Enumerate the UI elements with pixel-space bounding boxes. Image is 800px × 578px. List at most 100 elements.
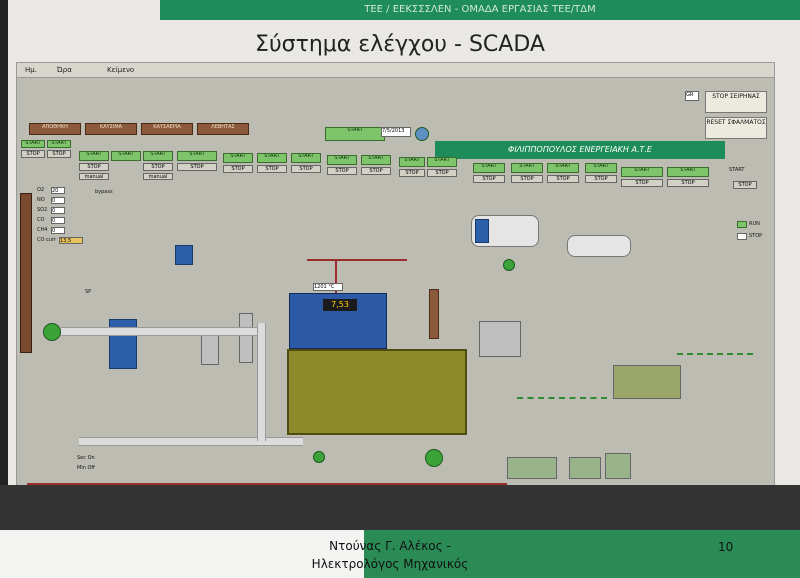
reset-alarms-button[interactable]: RESET ΣΦΑΛΜΑΤΟΣ — [705, 117, 767, 139]
text-column-header: Κείμενο — [107, 66, 135, 74]
stop-button-6[interactable]: STOP — [177, 163, 217, 171]
manual-button-5[interactable]: manual — [143, 173, 173, 180]
return-line — [27, 483, 507, 485]
start-button-15[interactable]: START — [511, 163, 543, 173]
slide-top-banner: ΤΕΕ / ΕΕΚΣΣΣΛΕΝ - ΟΜΑΔΑ ΕΡΓΑΣΙΑΣ ΤΕΕ/ΤΔΜ — [160, 0, 800, 20]
gas-ch4-label: CH4 — [37, 227, 48, 233]
company-banner: ΦΙΛΙΠΠΟΠΟΥΛΟΣ ΕΝΕΡΓΕΙΑΚΗ Α.Τ.Ε — [435, 141, 725, 159]
page-number: 10 — [718, 540, 734, 554]
start-button-2[interactable]: START — [47, 140, 71, 148]
start-button-11[interactable]: START — [361, 155, 391, 165]
furnace — [287, 349, 467, 435]
temp-tag: 1201 °C — [313, 283, 343, 291]
date-box: 7/5/2013 — [381, 127, 411, 137]
legend-run-label: RUN — [749, 221, 760, 227]
start-button-18[interactable]: START — [621, 167, 663, 177]
logo-icon — [415, 127, 429, 141]
time-column-header: Ώρα — [57, 66, 72, 74]
nav-fuel-button[interactable]: ΚΑΥΣΙΜΑ — [85, 123, 137, 135]
nav-boiler-button[interactable]: ΛΕΒΗΤΑΣ — [197, 123, 249, 135]
stack-fan[interactable] — [43, 323, 61, 341]
start-button-19[interactable]: START — [667, 167, 709, 177]
main-readout: 7,53 — [323, 299, 357, 311]
slide-title: Σύστημα ελέγχου - SCADA — [255, 32, 545, 57]
condenser-unit — [613, 365, 681, 399]
stop-button-2[interactable]: STOP — [47, 150, 71, 158]
secondary-tank — [567, 235, 631, 257]
gas-no-label: NO — [37, 197, 45, 203]
slide-footer-strip — [364, 530, 800, 578]
start-button-13[interactable]: START — [427, 157, 457, 167]
legend-run-swatch — [737, 221, 747, 228]
feed-line-h — [307, 259, 407, 261]
stop-button-7[interactable]: STOP — [223, 165, 253, 173]
pump-group-2 — [569, 457, 601, 479]
pump-small[interactable] — [313, 451, 325, 463]
bypass-label: bypass — [95, 189, 113, 195]
furnace-stack — [429, 289, 439, 339]
start-button-12[interactable]: START — [399, 157, 425, 167]
stop-button-9[interactable]: STOP — [291, 165, 321, 173]
gas-o2-label: O2 — [37, 187, 45, 193]
author-line-2: Ηλεκτρολόγος Μηχανικός — [311, 557, 469, 571]
start-button-10[interactable]: START — [327, 155, 357, 165]
gas-o2-value: 20 — [51, 187, 65, 194]
gas-ch4-value: 0 — [51, 227, 65, 234]
slide-author: Ντούνας Γ. Αλέκος - Ηλεκτρολόγος Μηχανικ… — [290, 537, 490, 573]
projector-bottom-edge — [0, 485, 800, 530]
stop-button-1[interactable]: STOP — [21, 150, 45, 158]
screen-bezel — [0, 0, 8, 530]
ack-button[interactable]: START — [325, 127, 385, 141]
start-button-14[interactable]: START — [473, 163, 505, 173]
stop-button-3[interactable]: STOP — [79, 163, 109, 171]
gas-so2-value: 0 — [51, 207, 65, 214]
gas-so2-label: SO2 — [37, 207, 48, 213]
start-button-7[interactable]: START — [223, 153, 253, 163]
co-curr-value: 13,5 — [59, 237, 83, 244]
water-level — [475, 219, 489, 243]
start-button-9[interactable]: START — [291, 153, 321, 163]
legend-stop-swatch — [737, 233, 747, 240]
start-button-5[interactable]: START — [143, 151, 173, 161]
author-line-1: Ντούνας Γ. Αλέκος - — [329, 539, 451, 553]
gas-co-value: 0 — [51, 217, 65, 224]
nav-storage-button[interactable]: ΑΠΟΘΗΚΗ — [29, 123, 81, 135]
water-line — [517, 397, 607, 399]
stop-button-8[interactable]: STOP — [257, 165, 287, 173]
start-button-17[interactable]: START — [585, 163, 617, 173]
pump-group-3 — [605, 453, 631, 479]
flue-duct-top — [61, 327, 261, 336]
gas-co-label: CO — [37, 217, 45, 223]
status-on-label: Sec On — [77, 455, 95, 461]
feed-line — [335, 259, 337, 293]
legend-stop-label: STOP — [749, 233, 763, 239]
stop-siren-button[interactable]: STOP ΣΕΙΡΗΝΑΣ — [705, 91, 767, 113]
start-button-3[interactable]: START — [79, 151, 109, 161]
stop-button-14[interactable]: STOP — [473, 175, 505, 183]
stop-button-5[interactable]: STOP — [143, 163, 173, 171]
start-button-6[interactable]: START — [177, 151, 217, 161]
stop-button-15[interactable]: STOP — [511, 175, 543, 183]
rpm-label: START — [729, 167, 745, 173]
stop-button-11[interactable]: STOP — [361, 167, 391, 175]
stop-button-20[interactable]: STOP — [733, 181, 757, 189]
scrubber-unit — [239, 313, 253, 363]
manual-button-3[interactable]: manual — [79, 173, 109, 180]
start-button-4[interactable]: START — [111, 151, 141, 161]
start-button-16[interactable]: START — [547, 163, 579, 173]
scada-screen: Ημ. Ώρα Κείμενο GR STOP ΣΕΙΡΗΝΑΣ RESET Σ… — [16, 62, 775, 494]
start-button-8[interactable]: START — [257, 153, 287, 163]
stop-button-13[interactable]: STOP — [427, 169, 457, 177]
flue-duct-vertical — [257, 323, 266, 441]
language-gr[interactable]: GR — [685, 91, 699, 101]
pump-main[interactable] — [425, 449, 443, 467]
nav-fluegas-button[interactable]: ΚΑΥΣΑΕΡΙΑ — [141, 123, 193, 135]
stop-button-12[interactable]: STOP — [399, 169, 425, 177]
pump-tank[interactable] — [503, 259, 515, 271]
stop-button-16[interactable]: STOP — [547, 175, 579, 183]
stop-button-19[interactable]: STOP — [667, 179, 709, 187]
start-button-1[interactable]: START — [21, 140, 45, 148]
stop-button-10[interactable]: STOP — [327, 167, 357, 175]
stop-button-18[interactable]: STOP — [621, 179, 663, 187]
stop-button-17[interactable]: STOP — [585, 175, 617, 183]
